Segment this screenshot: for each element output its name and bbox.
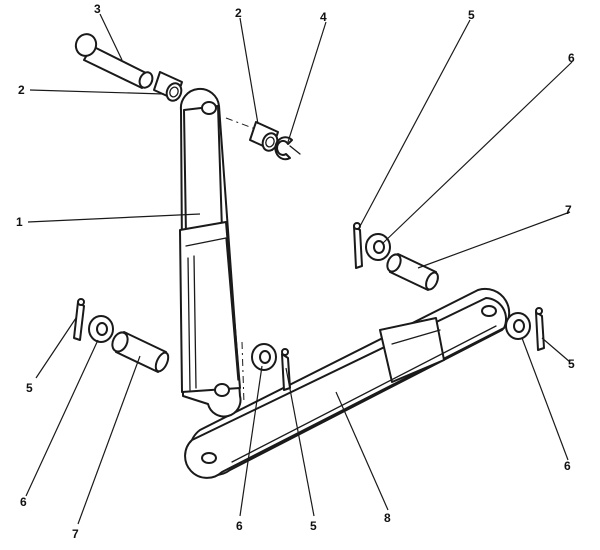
callout-leaders xyxy=(25,13,573,525)
callout-6-left: 6 xyxy=(20,495,27,509)
link-1-top-hole-icon xyxy=(201,101,217,115)
callout-labels: 3 2 4 2 5 6 1 7 5 5 6 6 7 6 5 8 xyxy=(16,2,575,541)
part-1-vertical-link xyxy=(179,87,245,418)
callout-5-bottom: 5 xyxy=(310,519,317,533)
part-5-cotter-pin-top xyxy=(353,222,363,269)
part-6-washer-center xyxy=(251,343,277,371)
part-2-bushing-right xyxy=(249,121,279,152)
callout-6-top: 6 xyxy=(568,51,575,65)
link-8-right-hole-icon xyxy=(481,305,497,317)
callout-5-left: 5 xyxy=(26,381,33,395)
part-7-pin-left xyxy=(111,331,170,373)
part-5-cotter-pin-right xyxy=(535,307,545,351)
part-6-washer-right xyxy=(505,312,531,340)
part-6-washer-left xyxy=(88,315,114,343)
part-6-washer-top xyxy=(365,233,391,261)
part-7-pin-top xyxy=(386,253,439,291)
callout-4-top: 4 xyxy=(320,10,327,24)
callout-1-left: 1 xyxy=(16,215,23,229)
callout-3-top: 3 xyxy=(94,2,101,16)
callout-7-left: 7 xyxy=(72,527,79,541)
link-1-bottom-hole-icon xyxy=(214,383,230,397)
callout-5-top: 5 xyxy=(468,8,475,22)
part-5-cotter-pin-left xyxy=(73,298,85,341)
callout-7-right: 7 xyxy=(565,203,572,217)
callout-6-right: 6 xyxy=(564,459,571,473)
pin-head-icon xyxy=(74,33,98,57)
callout-5-right: 5 xyxy=(568,357,575,371)
callout-8-bottom: 8 xyxy=(384,511,391,525)
link-8-left-hole-icon xyxy=(201,452,217,464)
part-3-clevis-pin xyxy=(74,33,154,89)
assembly-axis-top xyxy=(225,117,259,131)
part-2-bushing-left xyxy=(153,71,183,102)
part-8-lift-link xyxy=(184,287,511,479)
part-4-snap-ring xyxy=(274,136,301,161)
callout-6-bottom: 6 xyxy=(236,519,243,533)
callout-2-left: 2 xyxy=(18,83,25,97)
callout-2-top: 2 xyxy=(235,6,242,20)
